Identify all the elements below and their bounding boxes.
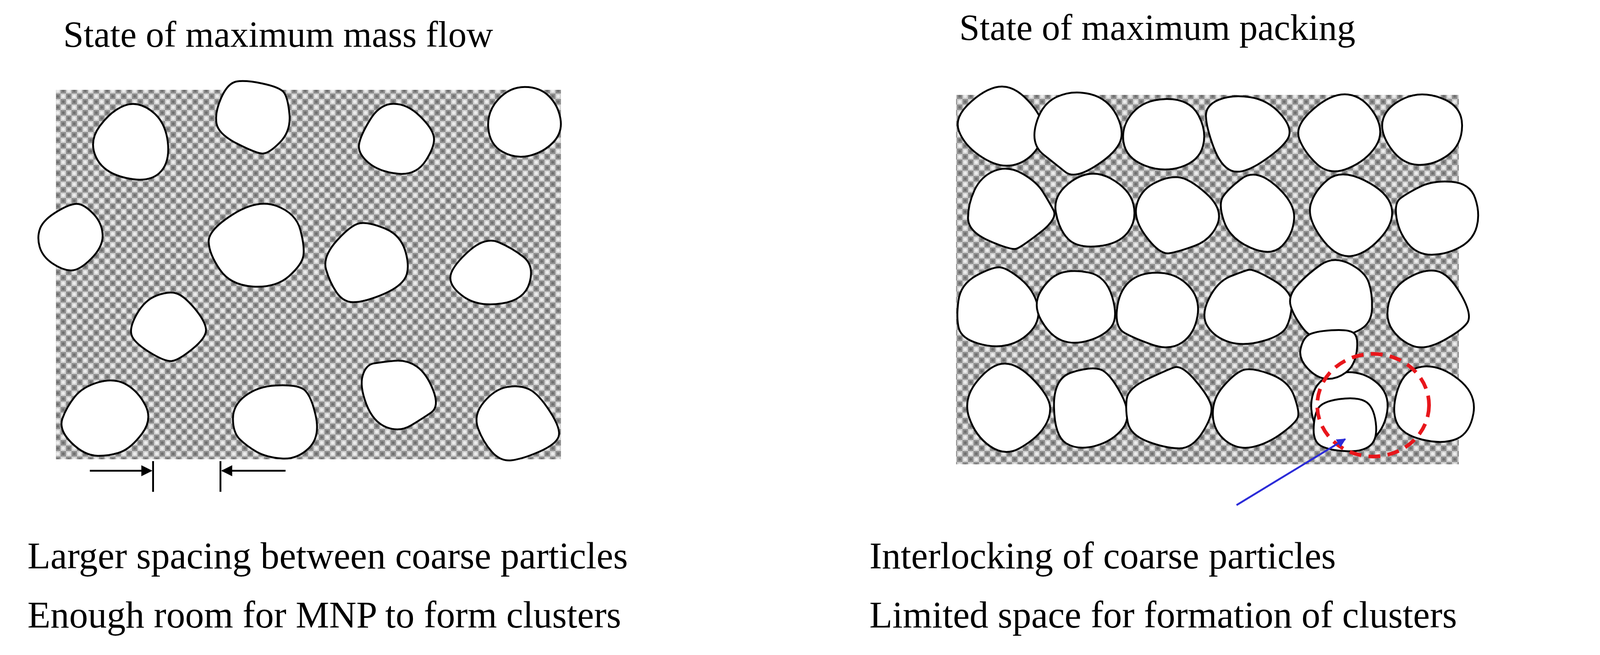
coarse-particle — [1055, 173, 1135, 247]
coarse-particle — [1135, 176, 1219, 253]
coarse-particle — [38, 203, 103, 271]
coarse-particle — [61, 380, 149, 456]
coarse-particle — [325, 222, 408, 303]
coarse-particle — [1212, 369, 1299, 448]
coarse-particle — [1034, 92, 1122, 175]
panel-title: State of maximum packing — [959, 9, 1356, 46]
coarse-particle — [957, 86, 1044, 166]
coarse-particle — [1396, 181, 1479, 255]
coarse-particle — [1122, 98, 1205, 170]
coarse-particle — [232, 385, 317, 459]
coarse-particle — [957, 267, 1039, 347]
coarse-particle — [1382, 94, 1463, 165]
coarse-particle — [1220, 174, 1295, 253]
coarse-particle — [450, 240, 532, 305]
coarse-particle — [967, 363, 1051, 452]
pointer-arrow — [1236, 439, 1346, 506]
coarse-particles — [38, 81, 561, 461]
coarse-particle — [1036, 270, 1116, 343]
coarse-particle — [208, 203, 304, 287]
caption-line: Enough room for MNP to form clusters — [27, 596, 622, 634]
coarse-particle — [1204, 269, 1293, 345]
coarse-particle — [361, 360, 436, 430]
coarse-particle — [93, 104, 169, 180]
coarse-particle — [1309, 174, 1392, 257]
coarse-particle — [131, 292, 207, 362]
caption-line: Limited space for formation of clusters — [869, 596, 1458, 634]
panel-title: State of maximum mass flow — [63, 16, 494, 53]
cluster-highlight — [1317, 353, 1430, 457]
coarse-particle — [1394, 366, 1474, 442]
coarse-particle — [476, 386, 560, 461]
coarse-particle — [358, 104, 435, 175]
coarse-particle — [1298, 94, 1381, 172]
coarse-particle — [967, 168, 1055, 249]
caption-line: Larger spacing between coarse particles — [27, 537, 628, 575]
coarse-particles — [957, 86, 1479, 452]
coarse-particle — [1126, 367, 1212, 449]
coarse-particle — [1313, 398, 1376, 452]
caption-line: Interlocking of coarse particles — [869, 537, 1337, 575]
coarse-particle — [1205, 96, 1290, 172]
coarse-particle — [1290, 259, 1373, 339]
coarse-particle — [1387, 270, 1469, 348]
coarse-particle — [1116, 272, 1199, 348]
spacing-dimension — [89, 461, 286, 492]
coarse-particle — [488, 87, 561, 157]
coarse-particle — [1054, 368, 1128, 448]
coarse-particle — [216, 81, 290, 154]
